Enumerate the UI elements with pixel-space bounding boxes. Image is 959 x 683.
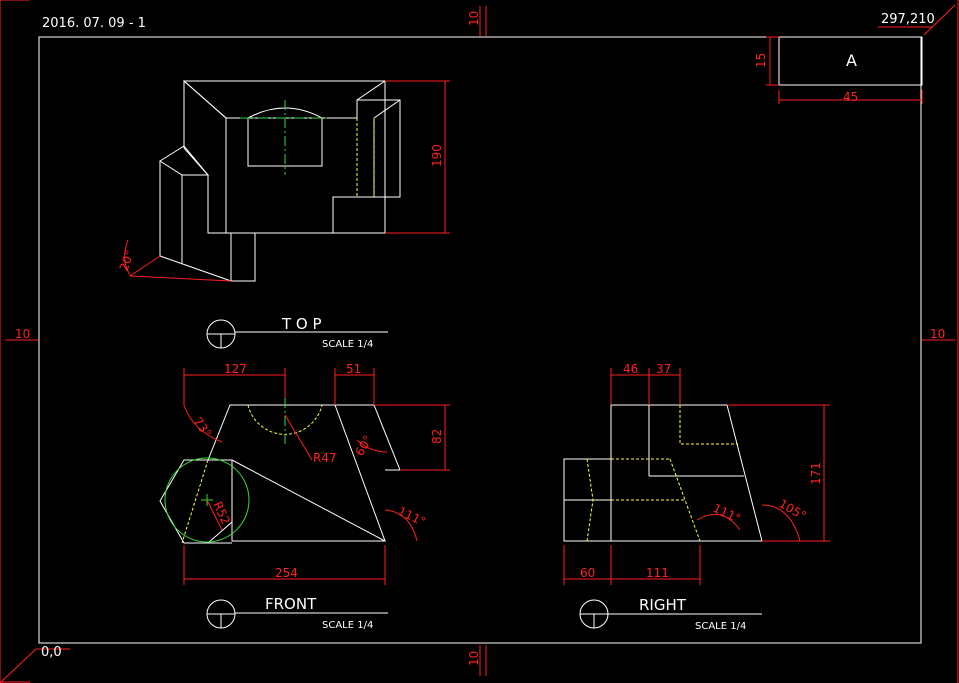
isometric-view: 190 20° [117, 80, 450, 282]
top-view-label: T O P SCALE 1/4 [206, 315, 388, 350]
front-view-label: FRONT SCALE 1/4 [206, 595, 388, 631]
title-block: A 15 45 [754, 36, 923, 104]
top-right-coordinate: 297,210 [881, 12, 935, 27]
margin-label-right: 10 [930, 327, 945, 341]
title-block-letter: A [846, 51, 857, 70]
drawing-border [38, 36, 922, 644]
dim-front-82: 82 [430, 429, 444, 444]
dim-right-105deg: 105° [777, 496, 809, 523]
dim-right-37: 37 [656, 362, 671, 376]
dim-front-51: 51 [346, 362, 361, 376]
bottom-left-coordinate: 0,0 [41, 645, 62, 660]
dim-right-111: 111 [646, 566, 669, 580]
dim-right-46: 46 [623, 362, 638, 376]
top-view-title: T O P [281, 315, 322, 333]
right-view-title: RIGHT [639, 596, 687, 614]
dim-right-171: 171 [809, 462, 823, 485]
dim-iso-height: 190 [430, 144, 444, 167]
right-view-label: RIGHT SCALE 1/4 [579, 596, 762, 632]
dim-iso-angle: 20° [117, 248, 137, 273]
dim-front-127: 127 [224, 362, 247, 376]
right-view: 46 37 171 111° 105° 60 111 [563, 362, 830, 585]
margin-label-left: 10 [15, 327, 30, 341]
right-view-scale: SCALE 1/4 [695, 621, 746, 632]
title-block-box [778, 36, 923, 86]
margin-label-bottom: 10 [467, 651, 481, 666]
date-label: 2016. 07. 09 - 1 [42, 16, 146, 31]
front-view: 127 51 82 73° R47 60° R52 111° 254 [159, 362, 450, 585]
title-block-height-dim: 15 [754, 53, 768, 68]
top-view-scale: SCALE 1/4 [322, 339, 373, 350]
front-view-title: FRONT [265, 595, 317, 613]
dim-right-60: 60 [580, 566, 595, 580]
dim-front-60deg: 60° [352, 433, 375, 458]
margin-label-top: 10 [467, 11, 481, 26]
dim-front-r47: R47 [313, 451, 337, 465]
front-view-scale: SCALE 1/4 [322, 620, 373, 631]
dim-right-111deg: 111° [711, 501, 743, 526]
dim-front-254: 254 [275, 566, 298, 580]
title-block-width-dim: 45 [843, 90, 858, 104]
dim-front-111deg: 111° [396, 504, 428, 529]
